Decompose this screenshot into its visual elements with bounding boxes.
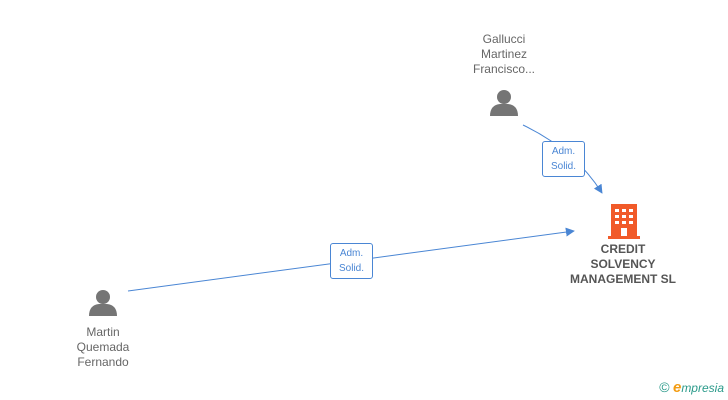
person-name-line: Fernando — [77, 355, 129, 369]
edge-label-bottom[interactable]: Adm. Solid. — [330, 243, 373, 279]
person-name-line: Martinez — [480, 47, 527, 61]
edge-role-line: Adm. — [551, 146, 576, 157]
edge-role-line: Adm. — [339, 248, 364, 259]
person-name-line: Gallucci — [482, 32, 526, 46]
person-icon[interactable] — [490, 90, 518, 116]
person-name-line: Quemada — [76, 340, 130, 354]
edge-role-line: Solid. — [338, 263, 364, 274]
edge-role-line: Solid. — [550, 161, 576, 172]
brand-initial: e — [672, 379, 682, 396]
brand-name: mpresia — [681, 381, 724, 395]
person-label-martin[interactable]: Martin Quemada Fernando — [63, 325, 143, 370]
company-name-line: SOLVENCY — [590, 257, 656, 271]
company-name-line: MANAGEMENT SL — [570, 272, 676, 286]
person-icon[interactable] — [89, 290, 117, 316]
person-name-line: Francisco... — [472, 62, 535, 76]
edge-label-top[interactable]: Adm. Solid. — [542, 141, 585, 177]
person-name-line: Martin — [86, 325, 120, 339]
company-name-line: CREDIT — [600, 242, 646, 256]
company-label[interactable]: CREDIT SOLVENCY MANAGEMENT SL — [562, 242, 684, 287]
building-icon[interactable] — [608, 204, 640, 239]
brand-watermark: © empresia — [659, 379, 724, 396]
copyright-icon: © — [659, 379, 670, 395]
person-label-gallucci[interactable]: Gallucci Martinez Francisco... — [464, 32, 544, 77]
